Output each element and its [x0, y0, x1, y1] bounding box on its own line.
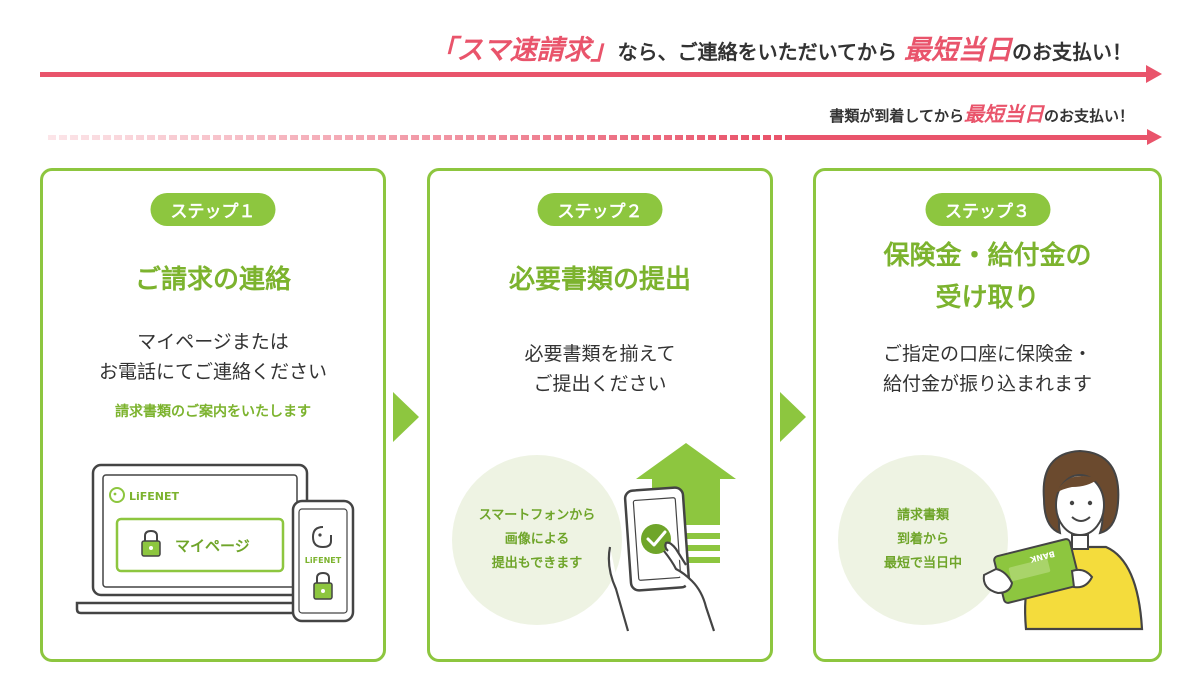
- step-1-title: ご請求の連絡: [43, 259, 383, 301]
- person-with-bank-card-illustration: BANK: [982, 449, 1144, 631]
- lifenet-logo-icon: [109, 487, 125, 503]
- chevron-right-icon: [393, 392, 419, 442]
- laptop-phone-illustration: LiFENET マイページ LiFENET: [75, 463, 355, 623]
- top-banner-middle: なら、ご連絡をいただいてから: [617, 40, 898, 64]
- hands-icon: [982, 567, 1094, 595]
- sub-banner-text: 書類が到着してから最短当日のお支払い！: [829, 98, 1134, 127]
- mypage-button[interactable]: マイページ: [115, 517, 285, 573]
- step-3-desc-line: ご指定の口座に保険金・: [882, 343, 1092, 365]
- step-2-circle-line: スマートフォンから: [478, 508, 596, 523]
- step-2-circle-line: 画像による: [504, 532, 570, 547]
- sub-banner: 書類が到着してから最短当日のお支払い！: [48, 98, 1162, 148]
- step-2-desc-line: ご提出ください: [533, 373, 667, 395]
- top-banner-arrow-line: [40, 72, 1148, 77]
- step-1-note: 請求書類のご案内をいたします: [115, 404, 311, 420]
- step-1-description: マイページまたは お電話にてご連絡ください: [43, 327, 383, 387]
- step-2-description: 必要書類を揃えて ご提出ください: [430, 339, 770, 399]
- lock-icon: [141, 529, 161, 557]
- step-2-desc-line: 必要書類を揃えて: [524, 343, 676, 365]
- step-1-title-line: ご請求の連絡: [134, 265, 291, 295]
- mypage-button-label: マイページ: [175, 537, 250, 555]
- step-1-card: ステップ１ ご請求の連絡 マイページまたは お電話にてご連絡ください 請求書類の…: [40, 168, 386, 662]
- step-1-desc-line: マイページまたは: [137, 331, 289, 353]
- laptop-logo-text: LiFENET: [129, 490, 180, 503]
- top-banner-end: のお支払い！: [1012, 40, 1132, 64]
- phone-logo-text: LiFENET: [305, 556, 342, 565]
- sub-banner-lead: 書類が到着してから: [829, 107, 964, 125]
- sub-banner-end: のお支払い！: [1043, 107, 1134, 125]
- step-2-title-line: 必要書類の提出: [508, 265, 691, 295]
- sumasoku-bracket-close: 」: [590, 35, 618, 66]
- hand-icon: [607, 541, 716, 632]
- step-3-badge: ステップ３: [925, 193, 1050, 226]
- chevron-right-icon: [780, 392, 806, 442]
- sub-banner-arrow-dots: [48, 135, 788, 140]
- sub-banner-arrow-head-icon: [1147, 129, 1162, 145]
- person-icon: [1024, 449, 1144, 631]
- step-3-circle-line: 請求書類: [896, 508, 949, 523]
- step-2-badge: ステップ２: [537, 193, 663, 226]
- step-3-title-line: 保険金・給付金の: [883, 241, 1092, 271]
- lifenet-phone-logo-icon: [311, 526, 332, 549]
- step-3-card: ステップ３ 保険金・給付金の 受け取り ご指定の口座に保険金・ 給付金が振り込ま…: [813, 168, 1162, 662]
- sumasoku-highlight: スマ速請求: [456, 35, 591, 66]
- checkmark-icon: [641, 524, 671, 554]
- step-2-circle-line: 提出もできます: [491, 556, 583, 571]
- step-3-desc-line: 給付金が振り込まれます: [882, 373, 1092, 395]
- sub-banner-emphasis: 最短当日: [963, 102, 1044, 126]
- bank-card-icon: BANK: [993, 538, 1081, 604]
- top-banner-arrow-head-icon: [1146, 65, 1162, 83]
- top-banner-emphasis: 最短当日: [904, 35, 1012, 66]
- step-3-title: 保険金・給付金の 受け取り: [816, 235, 1159, 319]
- phone-lock-icon: [313, 571, 333, 600]
- step-1-desc-line: お電話にてご連絡ください: [98, 361, 327, 383]
- step-2-card: ステップ２ 必要書類の提出 必要書類を揃えて ご提出ください スマートフォンから…: [427, 168, 773, 662]
- step-2-title: 必要書類の提出: [430, 259, 770, 301]
- top-banner-text: 「スマ速請求」なら、ご連絡をいただいてから 最短当日のお支払い！: [429, 28, 1132, 67]
- phone-screen: [298, 508, 348, 614]
- step-3-circle-line: 到着から: [896, 532, 949, 547]
- step-2-circle-note: スマートフォンから 画像による 提出もできます: [452, 455, 622, 625]
- upload-illustration: [607, 443, 736, 632]
- step-3-title-line: 受け取り: [935, 283, 1040, 313]
- sumasoku-bracket-open: 「: [429, 35, 457, 66]
- step-3-description: ご指定の口座に保険金・ 給付金が振り込まれます: [816, 339, 1159, 399]
- step-3-circle-line: 最短で当日中: [883, 556, 962, 571]
- step-1-badge: ステップ１: [150, 193, 276, 226]
- top-banner: 「スマ速請求」なら、ご連絡をいただいてから 最短当日のお支払い！: [40, 22, 1162, 83]
- laptop-base: [75, 601, 325, 615]
- step-3-circle-note: 請求書類 到着から 最短で当日中: [838, 455, 1008, 625]
